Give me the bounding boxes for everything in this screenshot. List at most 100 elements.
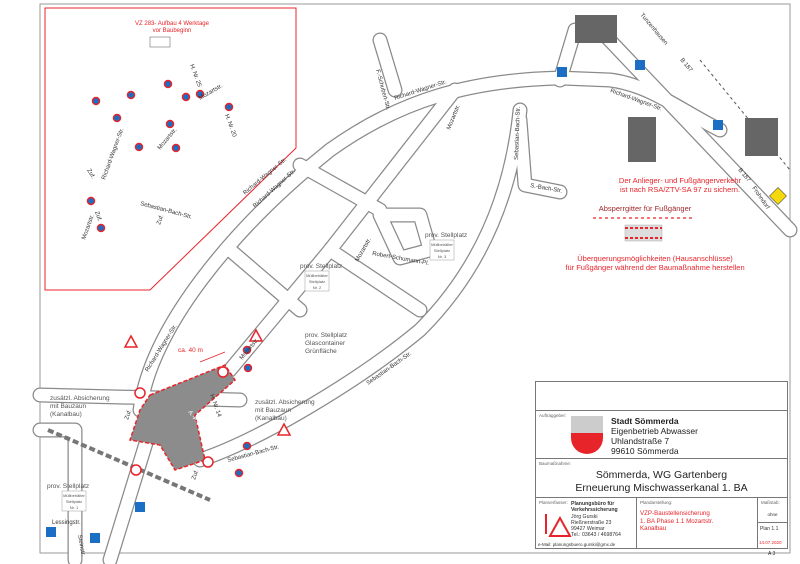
no-stopping-sign-icon bbox=[163, 79, 173, 89]
note-line: Der Anlieger- und Fußgängerverkehr bbox=[619, 176, 742, 185]
inset-street-label: Sebastian-Bach-Str. bbox=[139, 201, 192, 221]
inset-street-label: Richard-Wagner-Str. bbox=[101, 127, 125, 181]
plan-number-section: Plan 1.1 14.07.2020 bbox=[757, 522, 788, 549]
stellplatz-box-text: Nr. 1 bbox=[70, 505, 79, 510]
client-label: Auftraggeber: bbox=[539, 413, 567, 418]
stellplatz-box bbox=[304, 270, 330, 292]
street-label: Lessingstr. bbox=[52, 520, 81, 526]
note-line: Überquerungsmöglichkeiten (Hausanschlüss… bbox=[577, 254, 733, 263]
project-section: Baumaßnahme: Sömmerda, WG Gartenberg Ern… bbox=[535, 458, 788, 498]
no-stopping-sign-icon bbox=[134, 142, 144, 152]
distance-label: ca. 40 m bbox=[178, 347, 203, 354]
plan-date: 14.07.2020 bbox=[759, 540, 782, 545]
sign-283-symbol-icon bbox=[149, 36, 171, 48]
sheet-format: A 3 bbox=[768, 551, 776, 557]
stellplatz-box-text: Stellplatz bbox=[434, 248, 450, 253]
detour-sign-board bbox=[628, 117, 656, 162]
zuf-label: Zuf. bbox=[191, 469, 200, 481]
client-line: Eigenbetrieb Abwasser bbox=[611, 426, 698, 436]
project-subtitle: Erneuerung Mischwasserkanal 1. BA bbox=[575, 482, 748, 494]
street-label: B 187 bbox=[678, 57, 693, 73]
stellplatz-box-text: Nr. 2 bbox=[313, 285, 322, 290]
stellplatz-box-text: Müllbehälter bbox=[431, 242, 453, 247]
plan-line: 1. BA Phase 1.1 Mozartstr. bbox=[640, 517, 714, 525]
planner-line: Verkehrssicherung bbox=[571, 507, 618, 514]
planner-section: Planverfasser: Planungsbüro für Verkehrs… bbox=[535, 497, 637, 549]
house-number: H. Nr. 20 bbox=[223, 114, 237, 139]
no-stopping-sign-icon bbox=[165, 119, 175, 129]
scale-value: ohne bbox=[767, 512, 778, 517]
stellplatz-label: prov. Stellplatz bbox=[425, 232, 467, 239]
house-number: H. Nr. 25 bbox=[188, 64, 202, 89]
planner-email: e-Mail: planungsbuero.gurski@gmx.de bbox=[538, 542, 616, 547]
no-stopping-sign-icon bbox=[181, 92, 191, 102]
street-label: Tunzenhausen bbox=[638, 12, 668, 46]
stellplatz-box-text: Müllbehälter bbox=[63, 493, 85, 498]
detour-sign-board bbox=[745, 118, 778, 156]
no-stopping-sign-icon bbox=[112, 113, 122, 123]
city-crest-icon bbox=[571, 416, 603, 454]
town-sign-icon bbox=[769, 187, 787, 205]
dead-end-signs bbox=[46, 60, 723, 543]
no-stopping-sign-icon bbox=[86, 196, 96, 206]
dead-end-sign-icon bbox=[90, 533, 100, 543]
sheet-border bbox=[39, 3, 791, 554]
no-stopping-sign-icon bbox=[242, 441, 252, 451]
legend-barrier-label: Absperrgitter für Fußgänger bbox=[599, 204, 692, 213]
glas-stellplatz-label: prov. Stellplatz bbox=[305, 332, 347, 339]
stellplatz-label: prov. Stellplatz bbox=[47, 483, 89, 490]
stellplatz-box-text: Stellplatz bbox=[66, 499, 82, 504]
zuf-label: Zuf. bbox=[124, 409, 133, 421]
bauzaun-note: (Kanalbau) bbox=[255, 415, 287, 422]
no-stopping-sign-icon bbox=[224, 102, 234, 112]
inset-title: VZ 283- Aufbau 4 Werktage bbox=[135, 21, 210, 27]
client-name: Stadt Sömmerda bbox=[611, 416, 679, 426]
dead-end-sign-icon bbox=[713, 120, 723, 130]
dead-end-sign-icon bbox=[557, 67, 567, 77]
bauzaun-note: zusätzl. Absicherung bbox=[50, 395, 110, 402]
client-line: Uhlandstraße 7 bbox=[611, 436, 670, 446]
warning-sign-icon bbox=[248, 328, 264, 342]
inset-street-label: Mozartstr. bbox=[81, 214, 96, 241]
no-entry-sign-icon bbox=[130, 464, 142, 476]
construction-zone bbox=[123, 328, 292, 476]
no-stopping-sign-icon bbox=[234, 468, 244, 478]
glas-line: Grünfläche bbox=[305, 348, 337, 355]
no-stopping-sign-icon bbox=[171, 143, 181, 153]
plan-label: Plandarstellung: bbox=[640, 500, 673, 505]
bauzaun-note: mit Bauzaun bbox=[50, 403, 87, 410]
distance-marker-line bbox=[199, 351, 226, 363]
no-stopping-sign-icon bbox=[243, 363, 253, 373]
plan-description: VZP-Baustellensicherung 1. BA Phase 1.1 … bbox=[640, 510, 713, 533]
zuf-label: Zuf. bbox=[93, 211, 102, 223]
planner-line: Tel.: 03643 / 4698764 bbox=[571, 532, 621, 539]
zuf-label: Zuf. bbox=[156, 214, 165, 226]
stellplatz-box bbox=[429, 239, 455, 261]
scale-label: Maßstab: bbox=[761, 500, 780, 505]
inset-subtitle: vor Baubeginn bbox=[153, 28, 192, 34]
bauzaun-note: mit Bauzaun bbox=[255, 407, 292, 414]
no-stopping-signs bbox=[86, 79, 253, 478]
zuf-label: Zuf. bbox=[85, 168, 96, 180]
glas-line: Glascontainer bbox=[305, 340, 346, 347]
detour-sign-board bbox=[575, 15, 617, 43]
scale-section: Maßstab: ohne bbox=[757, 497, 788, 523]
project-title: Sömmerda, WG Gartenberg bbox=[595, 469, 728, 481]
warning-sign-icon bbox=[276, 422, 292, 436]
plan-line: Kanalbau bbox=[640, 525, 667, 532]
no-stopping-sign-icon bbox=[242, 345, 252, 355]
note-line: ist nach RSA/ZTV-SA 97 zu sichern. bbox=[620, 185, 740, 194]
bauzaun-note: zusätzl. Absicherung bbox=[255, 399, 315, 406]
plan-line: VZP-Baustellensicherung bbox=[640, 510, 710, 517]
roadworks-sign-icon bbox=[545, 514, 572, 537]
stellplatz-box-text: Müllbehälter bbox=[306, 273, 328, 278]
client-section: Auftraggeber: Stadt Sömmerda Eigenbetrie… bbox=[535, 410, 788, 459]
plan-number: Plan 1.1 bbox=[760, 526, 779, 532]
stellplatz-box bbox=[61, 490, 87, 512]
bauzaun-note: (Kanalbau) bbox=[50, 411, 82, 418]
railway-line bbox=[47, 428, 211, 502]
stellplatz-box-text: Stellplatz bbox=[309, 279, 325, 284]
dead-end-sign-icon bbox=[635, 60, 645, 70]
no-entry-sign-icon bbox=[217, 366, 229, 378]
